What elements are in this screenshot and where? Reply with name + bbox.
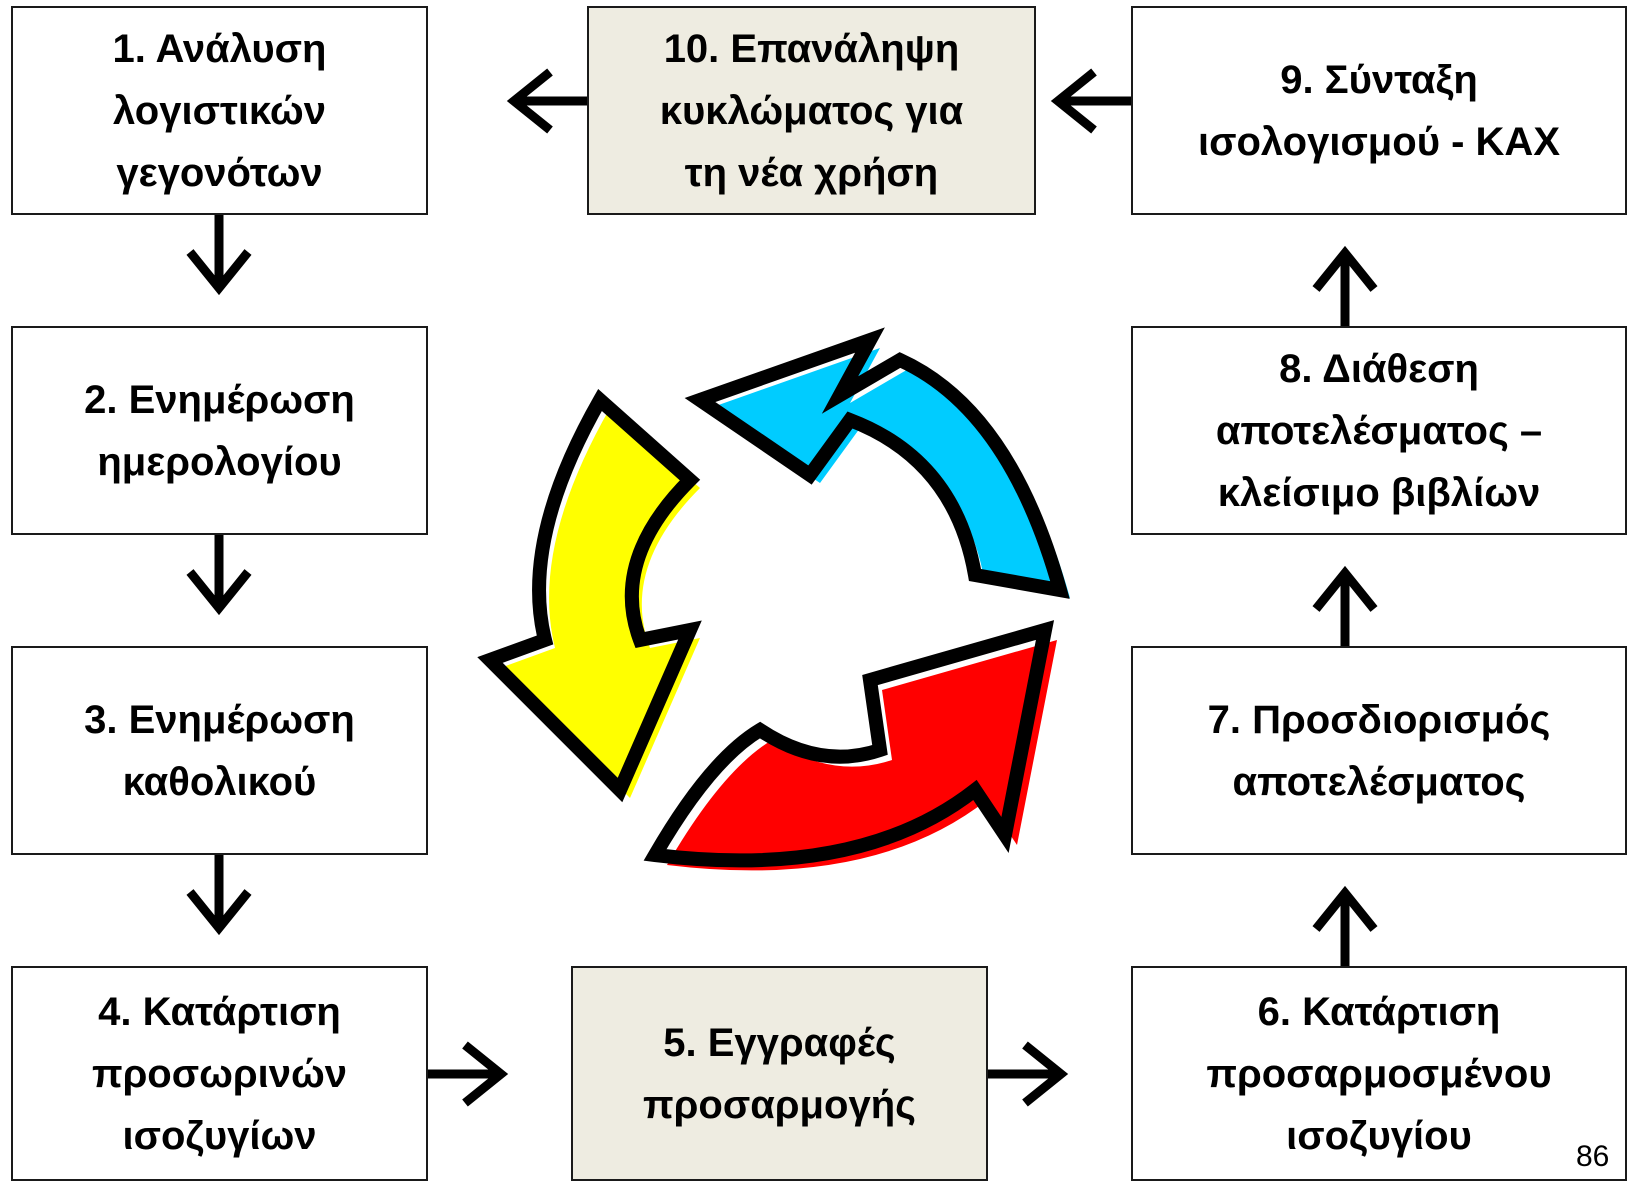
arrow-8-to-9 (1312, 245, 1378, 326)
arrow-6-to-7 (1312, 885, 1378, 966)
step-1-box: 1. Ανάλυση λογιστικών γεγονότων (11, 6, 428, 215)
arrow-2-to-3 (186, 535, 252, 616)
cycle-arrow-yellow (477, 389, 702, 803)
step-10-box: 10. Επανάληψη κυκλώματος για τη νέα χρήσ… (587, 6, 1036, 215)
step-6-label: 6. Κατάρτιση προσαρμοσμένου ισοζυγίου (1206, 989, 1552, 1158)
arrow-10-to-1 (506, 68, 587, 134)
arrow-3-to-4 (186, 855, 252, 936)
cycle-arrows-icon (477, 327, 1070, 871)
step-5-box: 5. Εγγραφές προσαρμογής (571, 966, 988, 1181)
cycle-arrow-cyan (684, 327, 1070, 599)
step-1-label: 1. Ανάλυση λογιστικών γεγονότων (112, 26, 327, 195)
arrow-7-to-8 (1312, 565, 1378, 646)
step-7-label: 7. Προσδιορισμός αποτελέσματος (1207, 697, 1551, 804)
step-4-label: 4. Κατάρτιση προσωρινών ισοζυγίων (91, 989, 348, 1158)
step-6-box: 6. Κατάρτιση προσαρμοσμένου ισοζυγίου (1131, 966, 1627, 1181)
step-10-label: 10. Επανάληψη κυκλώματος για τη νέα χρήσ… (659, 26, 964, 195)
step-8-label: 8. Διάθεση αποτελέσματος – κλείσιμο βιβλ… (1215, 346, 1543, 515)
step-2-box: 2. Ενημέρωση ημερολογίου (11, 326, 428, 535)
arrow-1-to-2 (186, 215, 252, 296)
step-5-label: 5. Εγγραφές προσαρμογής (643, 1020, 916, 1127)
step-9-label: 9. Σύνταξη ισολογισμού - ΚΑΧ (1197, 57, 1560, 164)
page-number: 86 (1576, 1140, 1610, 1173)
step-2-label: 2. Ενημέρωση ημερολογίου (84, 377, 355, 484)
step-8-box: 8. Διάθεση αποτελέσματος – κλείσιμο βιβλ… (1131, 326, 1627, 535)
arrow-4-to-5 (428, 1041, 509, 1107)
arrow-9-to-10 (1050, 68, 1131, 134)
cycle-arrow-red (643, 620, 1057, 871)
step-9-box: 9. Σύνταξη ισολογισμού - ΚΑΧ (1131, 6, 1627, 215)
step-7-box: 7. Προσδιορισμός αποτελέσματος (1131, 646, 1627, 855)
arrow-5-to-6 (988, 1041, 1069, 1107)
step-3-label: 3. Ενημέρωση καθολικού (84, 697, 355, 804)
step-3-box: 3. Ενημέρωση καθολικού (11, 646, 428, 855)
